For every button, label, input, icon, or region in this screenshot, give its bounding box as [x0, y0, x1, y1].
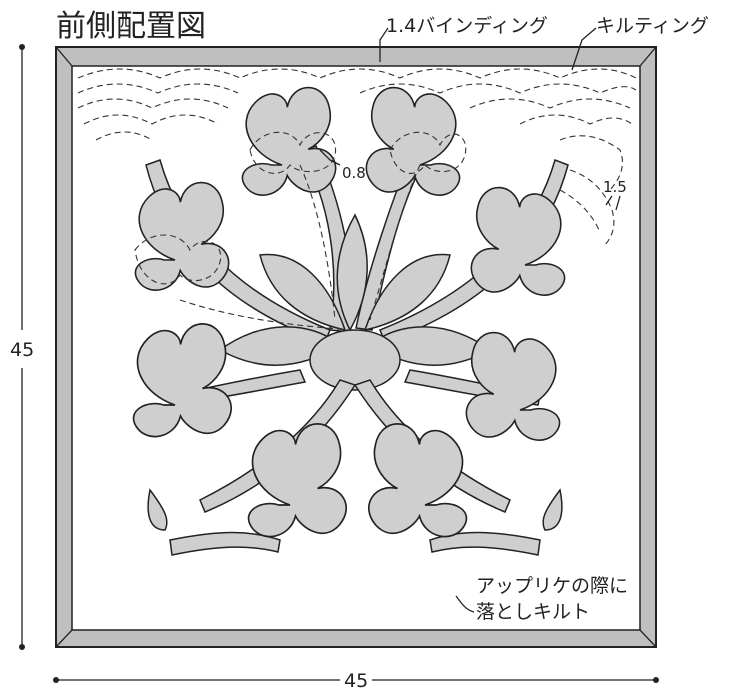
binding-text: 1.4バインディング — [386, 15, 548, 37]
inner-spacing-text: 0.8 — [342, 164, 366, 182]
outer-spacing-label: 1.5 — [603, 178, 627, 211]
width-value: 45 — [344, 670, 368, 692]
echo-quilting-lines — [77, 68, 637, 246]
height-value: 45 — [10, 339, 34, 361]
applique-note-line1: アップリケの際に — [476, 575, 628, 597]
quilt-frame — [55, 46, 657, 648]
applique-note: アップリケの際に 落としキルト — [455, 575, 628, 623]
height-dimension: 45 — [10, 44, 34, 650]
inner-spacing-label: 0.8 — [319, 149, 366, 182]
outer-spacing-text: 1.5 — [603, 178, 627, 196]
applique-note-line2: 落としキルト — [476, 601, 590, 623]
width-dimension: 45 — [53, 670, 659, 692]
applique-motif — [132, 86, 569, 556]
quilting-label: キルティング — [571, 15, 709, 71]
binding-label: 1.4バインディング — [379, 15, 548, 62]
page-title: 前側配置図 — [56, 9, 206, 44]
quilting-text: キルティング — [596, 15, 709, 37]
